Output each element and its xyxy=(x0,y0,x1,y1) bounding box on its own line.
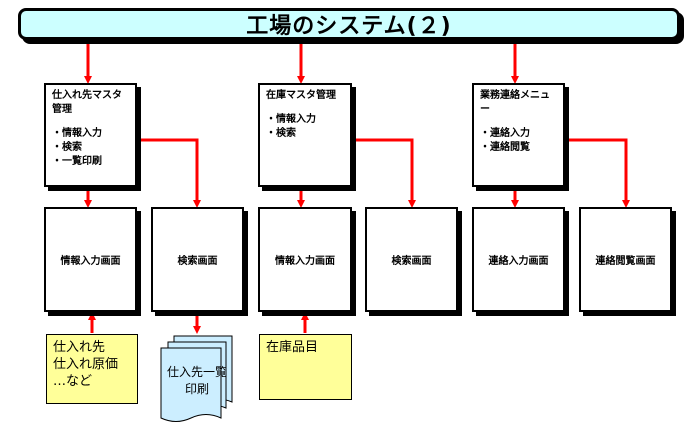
arrow-menu2-to-screen4 xyxy=(353,138,416,208)
menu-item: ・検索 xyxy=(266,128,296,139)
arrow-menu1-to-screen2 xyxy=(138,138,201,208)
arrow-menu3-to-screen6 xyxy=(566,138,630,208)
note-line: 在庫品目 xyxy=(266,340,319,355)
menu-item: ・一覧印刷 xyxy=(52,156,102,167)
menu-title: 業務連絡メニュー xyxy=(480,90,550,115)
menu-item: ・検索 xyxy=(52,142,82,153)
screen-label: 連絡入力画面 xyxy=(488,256,549,267)
screen-label: 検索画面 xyxy=(391,256,432,267)
menu-item: ・連絡閲覧 xyxy=(480,142,530,153)
note-line: 仕入れ先 xyxy=(53,340,106,355)
print-document-title: 仕入先一覧 xyxy=(166,365,227,379)
menu-item: ・情報入力 xyxy=(266,114,316,125)
system-title: 工場のシステム(２) xyxy=(246,14,452,39)
screen-search-1[interactable]: 検索画面 xyxy=(151,207,244,312)
screen-info-input-2[interactable]: 情報入力画面 xyxy=(258,207,352,312)
note-stock-items: 在庫品目 xyxy=(259,334,352,400)
print-document-shape xyxy=(160,335,233,422)
menu-item: ・情報入力 xyxy=(52,128,102,139)
print-document-label: 仕入先一覧 印刷 xyxy=(161,364,233,398)
menu-supplier-master[interactable]: 仕入れ先マスタ管理 ・情報入力 ・検索 ・一覧印刷 xyxy=(44,83,137,187)
menu-title: 仕入れ先マスタ管理 xyxy=(52,90,122,115)
system-title-bar: 工場のシステム(２) xyxy=(18,8,680,40)
screen-label: 情報入力画面 xyxy=(275,256,335,267)
print-document-subtitle: 印刷 xyxy=(184,382,209,396)
screen-contact-input[interactable]: 連絡入力画面 xyxy=(472,207,565,312)
menu-item: ・連絡入力 xyxy=(480,128,530,139)
note-line: …など xyxy=(53,374,93,389)
screen-label: 情報入力画面 xyxy=(60,256,121,267)
menu-title: 在庫マスタ管理 xyxy=(266,90,336,101)
screen-search-2[interactable]: 検索画面 xyxy=(365,207,458,312)
screen-info-input-1[interactable]: 情報入力画面 xyxy=(44,207,137,312)
menu-stock-master[interactable]: 在庫マスタ管理 ・情報入力 ・検索 xyxy=(258,83,352,187)
menu-business-contact[interactable]: 業務連絡メニュー ・連絡入力 ・連絡閲覧 xyxy=(472,83,565,187)
screen-label: 検索画面 xyxy=(177,256,218,267)
screen-contact-view[interactable]: 連絡閲覧画面 xyxy=(579,207,672,312)
note-line: 仕入れ原価 xyxy=(53,357,119,372)
note-supplier-data: 仕入れ先 仕入れ原価 …など xyxy=(46,334,138,404)
screen-label: 連絡閲覧画面 xyxy=(595,256,656,267)
